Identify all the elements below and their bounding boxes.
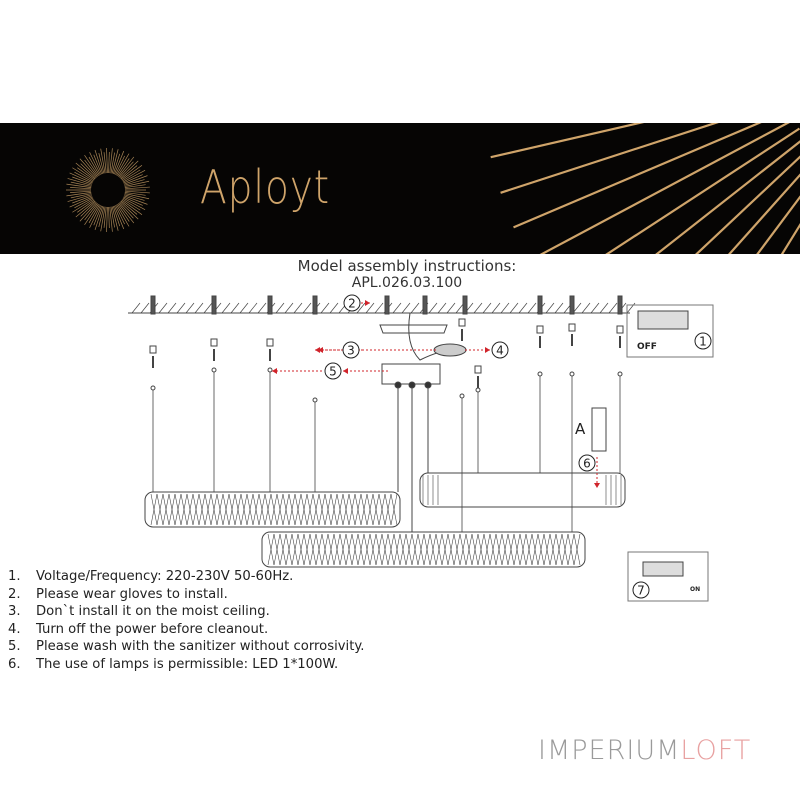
- terminal-illustration: [637, 310, 689, 330]
- model-number: APL.026.03.100: [351, 275, 463, 291]
- wall-anchor-icon: [211, 295, 217, 315]
- callout-number: 6: [583, 457, 591, 471]
- note-text: Please wear gloves to install.: [36, 586, 228, 602]
- mounting-plate: [379, 324, 448, 334]
- note-number: 2.: [8, 586, 21, 602]
- callout-number: 3: [347, 344, 355, 358]
- arrow-head: [272, 368, 277, 374]
- wall-anchor-icon: [422, 295, 428, 315]
- crystal-element-a: [591, 407, 607, 452]
- watermark-part2: LOFT: [680, 735, 752, 766]
- wall-anchor-icon: [617, 295, 623, 315]
- callout-number: 7: [637, 584, 645, 598]
- plug-icon: [536, 325, 544, 334]
- wire-gripper: [475, 387, 481, 393]
- wall-anchor-icon: [150, 295, 156, 315]
- callout-number: 1: [699, 335, 707, 349]
- plug-icon: [458, 318, 466, 327]
- brand-banner: [0, 123, 800, 254]
- wire-gripper: [537, 371, 543, 377]
- note-number: 5.: [8, 639, 21, 655]
- instruction-notes: 1. Voltage/Frequency: 220-230V 50-60Hz. 2…: [8, 568, 365, 674]
- crystal-tube-right: [419, 472, 626, 508]
- plug-icon: [616, 325, 624, 334]
- sun-logo-icon: [92, 174, 124, 206]
- watermark: IMPERIUMLOFT: [538, 735, 751, 766]
- arrow-head: [485, 347, 490, 353]
- wall-anchor-icon: [537, 295, 543, 315]
- plug-icon: [266, 338, 274, 347]
- canopy-box: [381, 363, 441, 385]
- note-number: 6.: [8, 656, 21, 672]
- wall-anchor-icon: [384, 295, 390, 315]
- watermark-part1: IMPERIUM: [538, 735, 681, 766]
- note-text: Voltage/Frequency: 220-230V 50-60Hz.: [36, 569, 294, 584]
- wire-gripper: [267, 367, 273, 373]
- note-number: 1.: [8, 569, 21, 584]
- wire-gripper: [211, 367, 217, 373]
- callout-circle: [324, 362, 342, 380]
- switch-on-box: [627, 551, 709, 602]
- crystal-tube-bottom: [261, 531, 586, 568]
- arrow-head: [315, 347, 320, 353]
- callout-circle: [694, 332, 712, 350]
- wall-anchor-icon: [462, 295, 468, 315]
- callout-number: 4: [496, 344, 504, 358]
- note-number: 3.: [8, 604, 21, 620]
- note-item: 3. Don`t install it on the moist ceiling.: [8, 603, 365, 621]
- callout-circle: [343, 294, 361, 312]
- plug-icon: [568, 323, 576, 332]
- wire-gripper: [569, 371, 575, 377]
- detail-label: A: [575, 420, 586, 438]
- arrow-head: [343, 368, 348, 374]
- arrow-head: [318, 347, 323, 353]
- note-item: 4. Turn off the power before cleanout.: [8, 621, 365, 639]
- note-text: The use of lamps is permissible: LED 1*1…: [36, 656, 339, 672]
- wall-anchor-icon: [267, 295, 273, 315]
- wire-gripper: [617, 371, 623, 377]
- terminal-block: [433, 343, 467, 357]
- arrow-head: [365, 300, 370, 306]
- note-item: 1. Voltage/Frequency: 220-230V 50-60Hz.: [8, 568, 365, 586]
- wire-gripper: [312, 397, 318, 403]
- wall-anchor-icon: [569, 295, 575, 315]
- brand-logo-text: Aployt: [200, 160, 330, 214]
- connector-illustration: [642, 561, 684, 577]
- page-title: Model assembly instructions:: [297, 257, 517, 275]
- callout-circle: [632, 581, 650, 599]
- switch-off-box: [626, 304, 714, 358]
- note-text: Turn off the power before cleanout.: [36, 621, 269, 637]
- callout-circle: [578, 454, 596, 472]
- plug-icon: [149, 345, 157, 354]
- note-text: Don`t install it on the moist ceiling.: [36, 604, 270, 620]
- callout-number: 2: [348, 297, 356, 311]
- note-item: 6. The use of lamps is permissible: LED 1…: [8, 656, 365, 674]
- callout-circle: [342, 341, 360, 359]
- note-number: 4.: [8, 621, 21, 637]
- plug-icon: [210, 338, 218, 347]
- wall-anchor-icon: [312, 295, 318, 315]
- wire-gripper: [459, 393, 465, 399]
- note-text: Please wash with the sanitizer without c…: [36, 639, 365, 655]
- on-label: ON: [690, 586, 700, 593]
- crystal-tube-left: [144, 491, 401, 528]
- note-item: 2. Please wear gloves to install.: [8, 586, 365, 604]
- sun-rays-decoration: [66, 123, 800, 254]
- callout-number: 5: [329, 365, 337, 379]
- off-label: OFF: [637, 342, 657, 352]
- plug-icon: [474, 365, 482, 374]
- arrow-head: [594, 483, 600, 488]
- note-item: 5. Please wash with the sanitizer without…: [8, 638, 365, 656]
- callout-circle: [491, 341, 509, 359]
- wire-gripper: [150, 385, 156, 391]
